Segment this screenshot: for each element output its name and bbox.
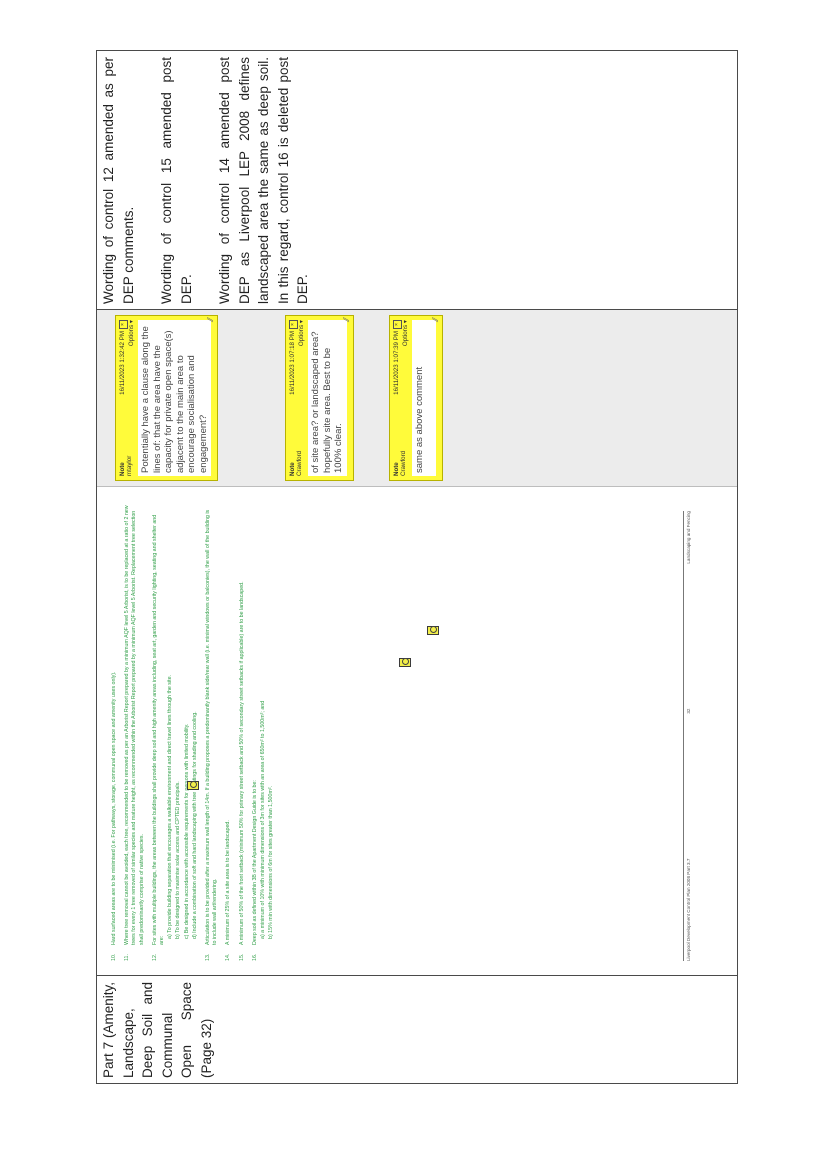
note-options-menu[interactable]: Options ▾: [128, 320, 135, 347]
control-body: Articulation is to be provided after a m…: [205, 505, 219, 945]
footer-left: Liverpool Development Control Plan 2008 …: [686, 858, 691, 961]
document-excerpt-cell: 10. Hard surfaced areas are to be minimis…: [96, 309, 738, 976]
note-options-menu[interactable]: Options ▾: [298, 320, 305, 347]
control-text: A minimum of 25% of a site area is to be…: [225, 820, 232, 945]
note-author: Crawford: [296, 450, 303, 476]
comment-marker-icon[interactable]: [187, 781, 199, 790]
dcp-page-excerpt: 10. Hard surfaced areas are to be minimis…: [101, 497, 731, 967]
control-number: 15.: [238, 953, 245, 961]
note-timestamp: 16/11/2023 1:07:39 PM: [393, 331, 400, 395]
amendment-note: Wording of control 15 amended post DEP.: [159, 57, 194, 304]
note-timestamp: 16/11/2023 1:07:18 PM: [289, 331, 296, 395]
control-text: A minimum of 50% of the front setback (m…: [238, 581, 245, 945]
control-subitem: b) 15% min with dimensions of 6m for sit…: [268, 785, 275, 939]
control-item: 15. A minimum of 50% of the front setback…: [239, 505, 246, 961]
note-author: mtaylor: [126, 455, 133, 476]
control-item: 12. For sites with multiple buildings, th…: [152, 505, 199, 961]
control-text: For sites with multiple buildings, the a…: [151, 514, 166, 945]
control-body: Where tree removal cannot be avoided, ea…: [124, 505, 146, 945]
amendment-note: Wording of control 14 amended post DEP a…: [217, 57, 310, 304]
pane-divider: [97, 486, 737, 487]
comments-cell: Wording of control 12 amended as per DEP…: [96, 50, 738, 310]
control-text: Hard surfaced areas are to be minimised …: [111, 671, 117, 945]
control-subitem: d) Include a combination of soft and har…: [191, 711, 198, 939]
control-subitem: b) To be designed to maximise solar acce…: [175, 781, 182, 939]
control-number: 13.: [205, 953, 212, 961]
resize-grip-icon[interactable]: ⁄⁄: [206, 318, 215, 321]
control-number: 16.: [251, 953, 258, 961]
resize-grip-icon[interactable]: ⁄⁄: [431, 318, 440, 321]
control-item: 16. Deep soil as defined within 3B of the…: [252, 505, 276, 961]
control-number: 12.: [151, 953, 158, 961]
comments-pane: Note mtaylor 16/11/2023 1:32:42 PM × Opti…: [97, 310, 737, 487]
control-subitem: a) To provide building separation that e…: [167, 674, 174, 939]
amendment-table: Part 7 (Amenity, Landscape, Deep Soil an…: [96, 50, 738, 1084]
control-body: For sites with multiple buildings, the a…: [152, 505, 199, 945]
note-body[interactable]: same as above comment: [412, 320, 436, 476]
controls-list: 10. Hard surfaced areas are to be minimis…: [101, 497, 275, 967]
note-body[interactable]: of site area? or landscaped area? hopefu…: [308, 320, 347, 476]
note-options-menu[interactable]: Options ▾: [402, 320, 409, 347]
control-text: Where tree removal cannot be avoided, ea…: [124, 505, 145, 945]
section-label: Part 7 (Amenity, Landscape, Deep Soil an…: [101, 982, 214, 1078]
note-body[interactable]: Potentially have a clause along the line…: [138, 320, 211, 476]
table-row: Part 7 (Amenity, Landscape, Deep Soil an…: [96, 50, 738, 1084]
sticky-note-2[interactable]: Note Crawford 16/11/2023 1:07:18 PM × Opt…: [285, 315, 354, 481]
close-icon[interactable]: ×: [393, 320, 402, 329]
footer-right: Landscaping and Fencing: [686, 511, 691, 564]
footer-page: 32: [686, 708, 691, 714]
control-body: A minimum of 50% of the front setback (m…: [239, 505, 246, 945]
rotated-table-content: Part 7 (Amenity, Landscape, Deep Soil an…: [96, 50, 738, 1084]
close-icon[interactable]: ×: [289, 320, 298, 329]
note-author: Crawford: [400, 450, 407, 476]
note-title: Note: [393, 462, 400, 476]
amendment-notes: Wording of control 12 amended as per DEP…: [97, 51, 313, 309]
control-item: 10. Hard surfaced areas are to be minimis…: [111, 505, 118, 961]
page-footer: Liverpool Development Control Plan 2008 …: [683, 511, 691, 961]
control-item: 14. A minimum of 25% of a site area is to…: [225, 505, 232, 961]
control-number: 10.: [111, 953, 117, 961]
control-subitem: c) Be designed in accordance with access…: [183, 723, 190, 939]
control-subitem: a) a minimum of 10% with minimum dimensi…: [260, 700, 267, 939]
control-body: Hard surfaced areas are to be minimised …: [111, 505, 118, 945]
amendment-note: Wording of control 12 amended as per DEP…: [101, 57, 136, 304]
control-text: Articulation is to be provided after a m…: [205, 509, 219, 945]
control-body: Deep soil as defined within 3B of the Ap…: [252, 505, 276, 945]
note-header: Note mtaylor 16/11/2023 1:32:42 PM × Opti…: [116, 316, 136, 480]
sticky-note-3[interactable]: Note Crawford 16/11/2023 1:07:39 PM × Opt…: [389, 315, 443, 481]
section-cell: Part 7 (Amenity, Landscape, Deep Soil an…: [96, 975, 738, 1084]
control-text: Deep soil as defined within 3B of the Ap…: [251, 780, 258, 945]
pdf-screenshot: 10. Hard surfaced areas are to be minimis…: [97, 310, 737, 975]
control-number: 11.: [124, 954, 131, 961]
control-item: 13. Articulation is to be provided after …: [205, 505, 219, 961]
note-title: Note: [289, 462, 296, 476]
comment-marker-icon[interactable]: [427, 626, 439, 635]
note-header: Note Crawford 16/11/2023 1:07:18 PM × Opt…: [286, 316, 306, 480]
note-header: Note Crawford 16/11/2023 1:07:39 PM × Opt…: [390, 316, 410, 480]
sticky-note-1[interactable]: Note mtaylor 16/11/2023 1:32:42 PM × Opti…: [115, 315, 218, 481]
comment-marker-icon[interactable]: [399, 658, 411, 667]
note-timestamp: 16/11/2023 1:32:42 PM: [119, 331, 126, 395]
resize-grip-icon[interactable]: ⁄⁄: [341, 318, 351, 321]
close-icon[interactable]: ×: [119, 320, 128, 329]
note-title: Note: [119, 462, 126, 476]
control-number: 14.: [225, 953, 232, 961]
control-item: 11. Where tree removal cannot be avoided,…: [124, 505, 146, 961]
control-body: A minimum of 25% of a site area is to be…: [225, 505, 232, 945]
